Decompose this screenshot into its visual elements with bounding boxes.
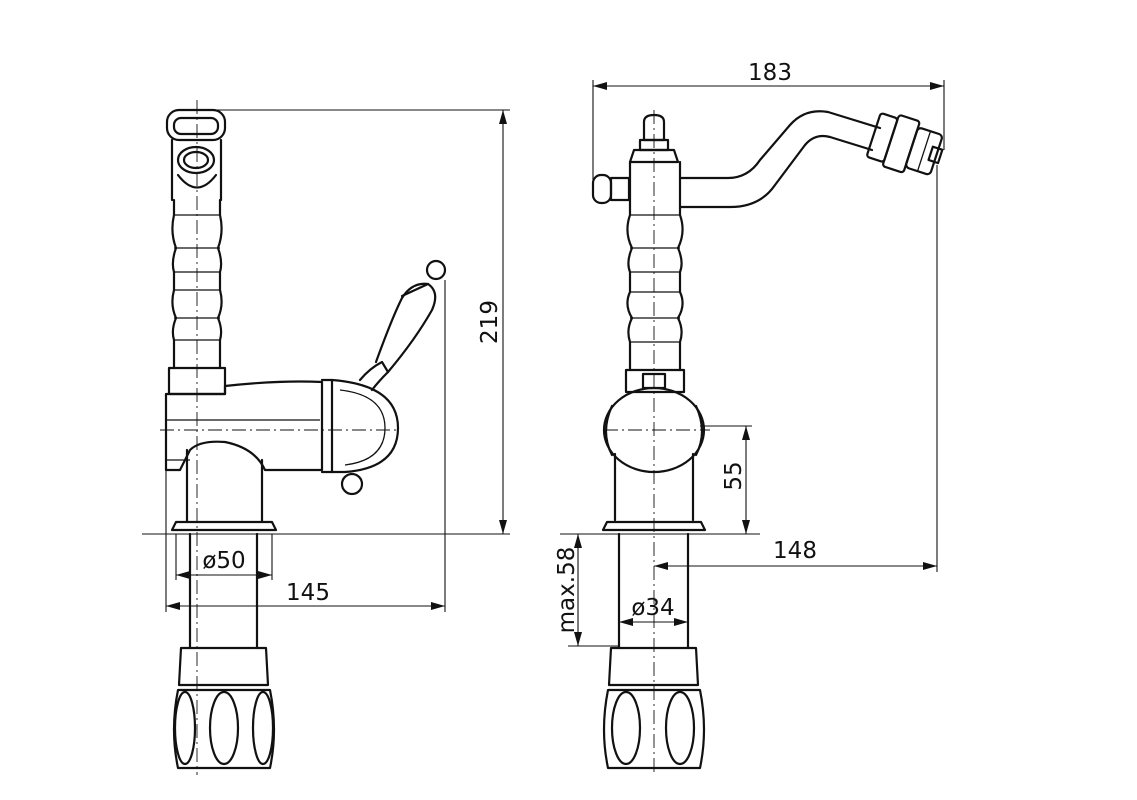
dim-148-label: 148 [773, 538, 817, 564]
side-base [170, 448, 278, 532]
side-lever [358, 259, 447, 392]
front-column [626, 160, 684, 372]
dim-145: 145 [165, 280, 446, 612]
dim-145-label: 145 [286, 580, 330, 606]
side-body [164, 380, 324, 472]
dim-o50-label: ø50 [202, 548, 245, 574]
dim-o34-label: ø34 [631, 595, 674, 621]
front-locknut [602, 646, 706, 770]
side-aerator [165, 108, 227, 202]
dim-55-label: 55 [721, 461, 747, 490]
dim-55: 55 [700, 425, 752, 534]
dim-o50: ø50 [175, 534, 273, 580]
front-body [560, 386, 760, 535]
side-locknut [172, 646, 276, 770]
front-spout [678, 110, 944, 209]
side-shank [188, 532, 259, 650]
dim-o34: ø34 [619, 595, 688, 626]
dim-183: 183 [592, 60, 945, 180]
front-finial [628, 113, 680, 164]
dim-max58-label: max.58 [554, 547, 580, 634]
side-column [171, 198, 223, 370]
dim-183-label: 183 [748, 60, 792, 86]
dim-148: 148 [654, 165, 938, 572]
front-side-knob [591, 173, 631, 205]
dim-219-label: 219 [477, 300, 503, 344]
front-shank [617, 532, 690, 650]
side-view: 219 ø50 145 [142, 100, 510, 775]
dim-219: 219 [200, 109, 510, 535]
dim-max58: max.58 [554, 533, 619, 647]
front-view: 183 55 148 max.58 [554, 60, 945, 775]
